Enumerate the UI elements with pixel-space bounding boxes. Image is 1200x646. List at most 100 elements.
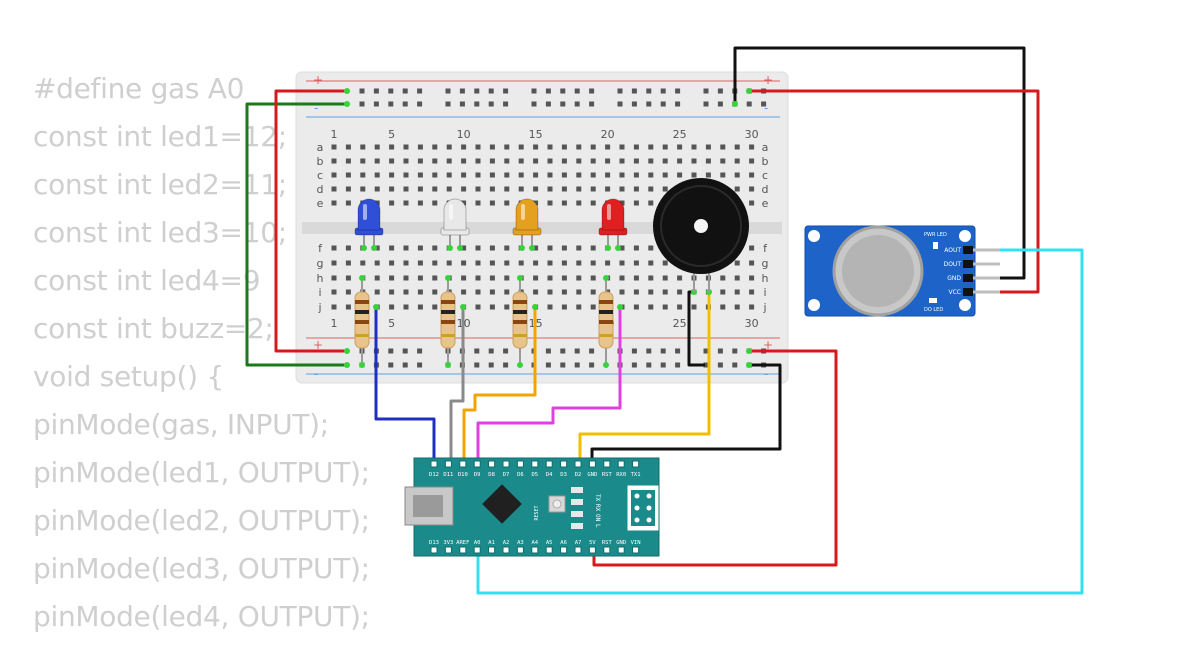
status-led-label: TX bbox=[594, 494, 601, 502]
column-number: 30 bbox=[745, 317, 759, 330]
resistor-1 bbox=[354, 275, 370, 368]
row-letter: c bbox=[317, 169, 323, 182]
nano-pin-label: D4 bbox=[546, 472, 553, 478]
code-listing: #define gas A0 const int led1=12; const in… bbox=[33, 70, 370, 646]
row-letter: a bbox=[762, 141, 769, 154]
row-letter: j bbox=[762, 301, 766, 314]
row-letter: i bbox=[763, 286, 766, 299]
code-line: const int led1=12; bbox=[33, 120, 287, 153]
nano-pin-label: D5 bbox=[531, 472, 538, 478]
row-letter: e bbox=[317, 197, 324, 210]
reset-label: RESET bbox=[534, 505, 540, 520]
column-number: 5 bbox=[388, 128, 395, 141]
nano-pin-label: D3 bbox=[560, 472, 567, 478]
nano-pin-label: 3V3 bbox=[443, 540, 453, 546]
row-letter: i bbox=[318, 286, 321, 299]
wire-red-left bbox=[274, 89, 347, 353]
nano-pin-label: AREF bbox=[456, 540, 469, 546]
nano-pin-label: A1 bbox=[488, 540, 495, 546]
rail-minus-top-right: - bbox=[764, 101, 768, 115]
column-number: 30 bbox=[745, 128, 759, 141]
sensor-pin-label: GND bbox=[947, 275, 961, 282]
leds bbox=[354, 198, 628, 251]
nano-pin-label: TX1 bbox=[631, 472, 641, 478]
row-letter: c bbox=[762, 169, 768, 182]
wire-red-top bbox=[749, 89, 1040, 294]
pwr-led-label: PWR LED bbox=[924, 232, 947, 238]
nano-pin-label: RX0 bbox=[616, 472, 626, 478]
rail-minus-bottom-right: - bbox=[764, 367, 768, 381]
row-letter: h bbox=[762, 272, 769, 285]
nano-pin-label: D9 bbox=[474, 472, 481, 478]
nano-pin-label: GND bbox=[587, 472, 597, 478]
led-white bbox=[440, 198, 470, 251]
status-led-label: L bbox=[594, 524, 601, 528]
nano-pin-label: A3 bbox=[517, 540, 524, 546]
wire-red-bottom bbox=[592, 349, 838, 567]
led-yellow bbox=[512, 198, 542, 251]
sensor-pin-label: DOUT bbox=[944, 261, 962, 268]
resistors bbox=[354, 275, 614, 368]
row-letter: f bbox=[318, 242, 323, 255]
column-number: 10 bbox=[457, 128, 471, 141]
nano-pin-label: A7 bbox=[575, 540, 582, 546]
resistor-4 bbox=[598, 275, 614, 368]
sensor-pin-header bbox=[963, 260, 973, 268]
nano-pin-label: D7 bbox=[503, 472, 510, 478]
column-number: 25 bbox=[673, 317, 687, 330]
icsp-header bbox=[627, 485, 659, 531]
row-letter: d bbox=[317, 183, 324, 196]
rail-plus-top-right: + bbox=[763, 73, 773, 87]
nano-pin-label: D10 bbox=[458, 472, 468, 478]
wire-cyan bbox=[476, 248, 1084, 595]
nano-pin-label: D11 bbox=[443, 472, 453, 478]
nano-pin-label: A2 bbox=[503, 540, 510, 546]
row-letter: g bbox=[762, 257, 769, 270]
resistor-3 bbox=[512, 275, 528, 368]
nano-pin-label: RST bbox=[602, 540, 613, 546]
resistor-2 bbox=[440, 275, 456, 368]
buzzer bbox=[653, 178, 749, 292]
code-line: #define gas A0 bbox=[33, 72, 245, 105]
nano-pin-label: VIN bbox=[631, 540, 641, 546]
nano-pin-label: RST bbox=[602, 472, 613, 478]
code-line: pinMode(led2, OUTPUT); bbox=[33, 504, 370, 537]
nano-pin-label: D8 bbox=[488, 472, 495, 478]
row-letter: j bbox=[317, 301, 321, 314]
sensor-pin-header bbox=[963, 274, 973, 282]
nano-pin-label: D12 bbox=[429, 472, 439, 478]
code-line: const int led2=11; bbox=[33, 168, 287, 201]
nano-pin-label: 5V bbox=[589, 540, 596, 546]
nano-pin-label: A6 bbox=[560, 540, 567, 546]
wire-yellow bbox=[578, 292, 711, 464]
column-number: 5 bbox=[388, 317, 395, 330]
code-line: pinMode(gas, INPUT); bbox=[33, 408, 329, 441]
wire-black-bottom bbox=[590, 363, 782, 464]
led-blue bbox=[354, 198, 384, 251]
status-led-label: RX bbox=[594, 504, 601, 512]
rail-plus-top-left: + bbox=[313, 73, 323, 87]
row-letter: b bbox=[762, 155, 769, 168]
sensor-pin-header bbox=[963, 246, 973, 254]
code-line: pinMode(led4, OUTPUT); bbox=[33, 600, 370, 633]
nano-pin-label: A0 bbox=[474, 540, 481, 546]
nano-pin-label: D6 bbox=[517, 472, 524, 478]
rail-plus-bottom-right: + bbox=[763, 338, 773, 352]
code-line: pinMode(led1, OUTPUT); bbox=[33, 456, 370, 489]
rail-plus-bottom-left: + bbox=[313, 338, 323, 352]
wire-black-top bbox=[733, 46, 1026, 280]
wire-orange bbox=[462, 307, 537, 464]
column-number: 20 bbox=[601, 128, 615, 141]
wire-end-dots bbox=[344, 88, 752, 368]
sensor-pin-header bbox=[963, 288, 973, 296]
nano-pin-label: GND bbox=[616, 540, 626, 546]
sensor-pin-label: AOUT bbox=[944, 247, 961, 254]
column-number: 1 bbox=[331, 128, 338, 141]
code-line: void setup() { bbox=[33, 360, 224, 393]
